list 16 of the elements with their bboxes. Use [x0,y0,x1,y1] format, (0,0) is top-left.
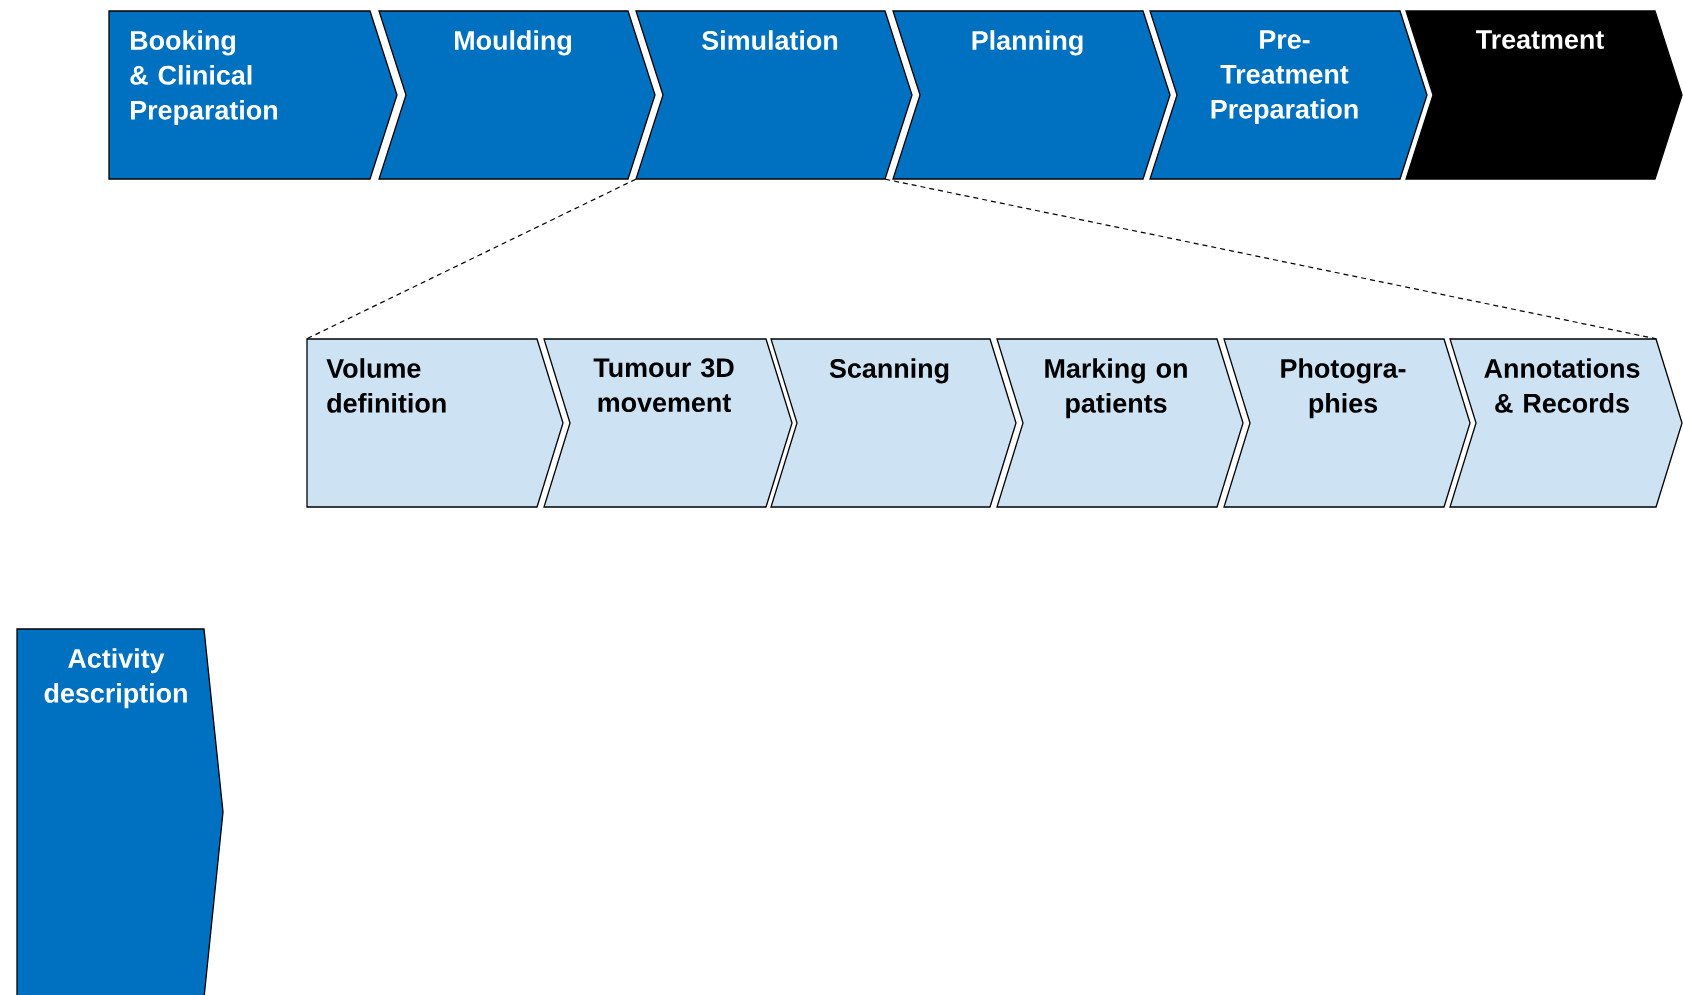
chevron-box: Tumour 3D movement [543,338,793,508]
chevron-box: Moulding [378,10,656,180]
chevron-box: Marking on patients [996,338,1244,508]
chevron-box: Simulation [635,10,913,180]
chevron-box: Volume definition [306,338,564,508]
chevron-box: Planning [892,10,1171,180]
chevron-box: Pre-Treatment Preparation [1149,10,1428,180]
chevron-box: Booking & Clinical Preparation [108,10,398,180]
zoom-line [884,178,1657,340]
arrow-box: Activity description [16,628,224,995]
zoom-line [306,178,637,340]
chevron-box: Annotations & Records [1449,338,1683,508]
chevron-box: Scanning [770,338,1017,508]
chevron-box: Treatment [1405,10,1683,180]
chevron-box: Photogra-phies [1223,338,1471,508]
node-label: Annotations & Records [1484,358,1640,413]
